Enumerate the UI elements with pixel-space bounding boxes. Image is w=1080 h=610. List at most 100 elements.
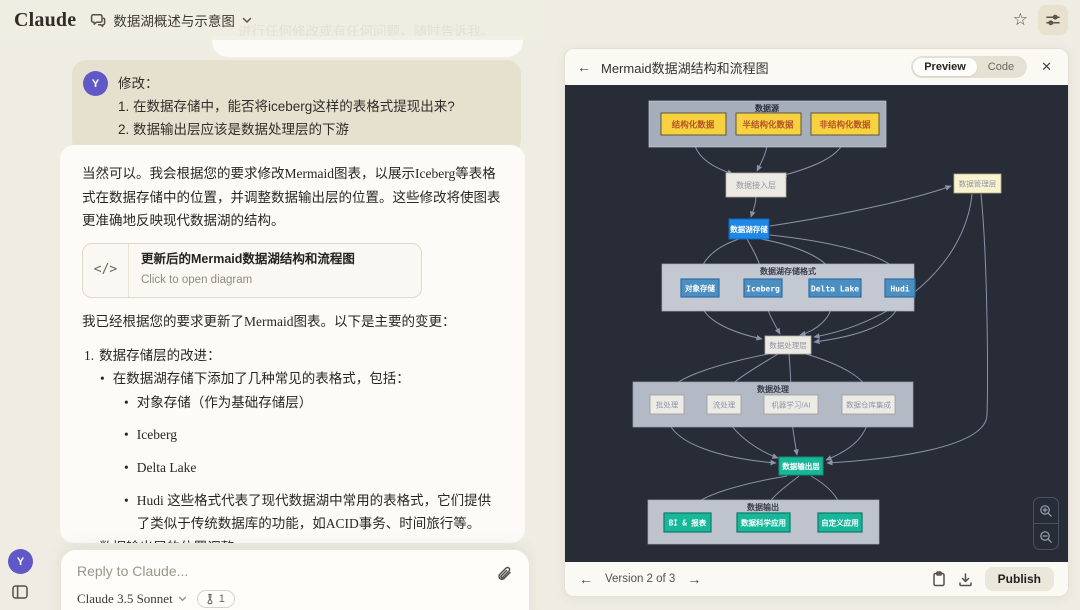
user-message-line: 2. 数据输出层应该是数据处理层的下游 xyxy=(118,122,350,138)
cluster-output: 数据输出 BI & 报表 数据科学应用 自定义应用 xyxy=(647,499,880,545)
node-process-layer: 数据处理层 xyxy=(764,335,812,355)
tab-preview[interactable]: Preview xyxy=(913,58,977,76)
svg-text:数据输出层: 数据输出层 xyxy=(782,461,820,471)
bullet-dot: • xyxy=(124,460,129,475)
list-item: • Delta Lake xyxy=(124,456,503,480)
cluster-processing: 数据处理 批处理 流处理 机器学习/AI 数据仓库集成 xyxy=(632,381,914,428)
list-item: • Hudi 这些格式代表了现代数据湖中常用的表格式，它们提供了类似于传统数据库… xyxy=(124,489,503,536)
attach-button[interactable] xyxy=(489,559,519,589)
zoom-controls xyxy=(1033,497,1059,550)
user-avatar: Y xyxy=(83,71,108,96)
version-prev-icon[interactable]: ← xyxy=(579,571,593,587)
sub-sub-bullets: • 对象存储（作为基础存储层） • Iceberg • Delta Lake •… xyxy=(124,391,503,536)
cluster-label: 数据湖存储格式 xyxy=(760,266,816,276)
bullet-text: 对象存储（作为基础存储层） xyxy=(136,394,313,410)
zoom-out-button[interactable] xyxy=(1034,524,1058,549)
zoom-in-button[interactable] xyxy=(1034,498,1058,523)
cluster-formats: 数据湖存储格式 对象存储 Iceberg Delta Lake Hudi xyxy=(661,263,916,312)
copy-button[interactable] xyxy=(932,571,946,587)
composer-controls: Claude 3.5 Sonnet 1 xyxy=(77,590,513,608)
user-message-line: 1. 在数据存储中，能否将iceberg这样的表格式提现出来? xyxy=(118,99,455,115)
list-item: • Iceberg xyxy=(124,423,503,447)
list-number: 1. xyxy=(84,347,95,363)
svg-text:数据处理层: 数据处理层 xyxy=(769,340,807,350)
chevron-down-icon xyxy=(178,596,186,601)
account-avatar[interactable]: Y xyxy=(8,549,33,574)
svg-text:数据管理层: 数据管理层 xyxy=(959,178,997,188)
node-ingest: 数据接入层 xyxy=(725,172,787,198)
list-number: 2. xyxy=(84,536,94,543)
node-iceberg: Iceberg xyxy=(746,285,780,294)
zoom-in-icon xyxy=(1040,504,1052,517)
publish-button[interactable]: Publish xyxy=(984,567,1054,591)
cluster-label: 数据输出 xyxy=(747,502,779,512)
bullet-dot: • xyxy=(100,371,105,387)
cluster-label: 数据处理 xyxy=(757,384,789,394)
zoom-out-icon xyxy=(1040,530,1052,543)
sliders-icon xyxy=(1046,14,1060,26)
claude-logo[interactable]: Claude xyxy=(14,8,77,31)
composer: Claude 3.5 Sonnet 1 xyxy=(60,549,530,610)
divider xyxy=(1034,523,1058,524)
node-delta-lake: Delta Lake xyxy=(811,285,859,294)
model-selector[interactable]: Claude 3.5 Sonnet xyxy=(77,591,187,607)
preview-code-toggle: Preview Code xyxy=(911,56,1028,78)
list-item: • 在数据湖存储下添加了几种常见的表格式，包括： xyxy=(100,367,503,391)
usage-count: 1 xyxy=(218,593,225,605)
assistant-message: 当然可以。我会根据您的要求修改Mermaid图表，以展示Iceberg等表格式在… xyxy=(60,145,525,543)
node-lake-storage: 数据湖存储 xyxy=(728,218,770,240)
star-icon[interactable]: ☆ xyxy=(1012,10,1028,29)
node-data-science: 数据科学应用 xyxy=(741,517,786,527)
close-icon[interactable]: ✕ xyxy=(1041,59,1052,74)
cluster-label: 数据源 xyxy=(755,103,779,113)
download-button[interactable] xyxy=(958,572,973,587)
list-item: 1. 数据存储层的改进： xyxy=(84,344,503,368)
settings-button[interactable] xyxy=(1038,5,1068,35)
node-hudi: Hudi xyxy=(890,284,909,294)
node-ml: 机器学习/AI xyxy=(771,399,810,409)
node-bi: BI & 报表 xyxy=(669,518,707,528)
bullet-dot: • xyxy=(124,492,129,508)
bullet-dot: • xyxy=(124,427,129,443)
top-header: Claude 数据湖概述与示意图 xyxy=(0,0,545,40)
user-message-line: 修改： xyxy=(118,76,159,91)
chat-column: 进行任何修改或有任何问题，随时告诉我。 Y 修改： 1. 在数据存储中，能否将i… xyxy=(60,24,525,543)
node-object-storage: 对象存储 xyxy=(685,283,715,293)
list-item-title: 数据输出层的位置调整： xyxy=(99,536,248,543)
artifact-meta: 更新后的Mermaid数据湖结构和流程图 Click to open diagr… xyxy=(129,244,367,297)
node-semi-structured: 半结构化数据 xyxy=(742,119,794,129)
node-custom-app: 自定义应用 xyxy=(821,517,859,527)
usage-pill[interactable]: 1 xyxy=(196,590,235,608)
back-icon[interactable]: ← xyxy=(577,59,591,75)
svg-text:数据接入层: 数据接入层 xyxy=(736,180,776,190)
list-item: 2. 数据输出层的位置调整： xyxy=(84,536,503,543)
model-name: Claude 3.5 Sonnet xyxy=(77,591,173,606)
svg-text:数据湖存储: 数据湖存储 xyxy=(730,224,768,234)
code-icon: </> xyxy=(83,243,129,297)
bullet-text: Delta Lake xyxy=(136,460,197,475)
mermaid-diagram: 数据源 结构化数据 半结构化数据 非结构化数据 数据接入层 数据管理层 xyxy=(632,100,1002,545)
user-message: Y 修改： 1. 在数据存储中，能否将iceberg这样的表格式提现出来? 2.… xyxy=(72,60,521,154)
sidebar-toggle-button[interactable] xyxy=(12,585,28,604)
artifact-panel-header: ← Mermaid数据湖结构和流程图 Preview Code ✕ xyxy=(565,49,1068,85)
clipboard-icon xyxy=(932,571,945,587)
artifact-chip[interactable]: </> 更新后的Mermaid数据湖结构和流程图 Click to open d… xyxy=(82,242,422,298)
diagram-viewport[interactable]: 数据源 结构化数据 半结构化数据 非结构化数据 数据接入层 数据管理层 xyxy=(565,85,1068,562)
node-dw: 数据仓库集成 xyxy=(846,399,891,409)
version-next-icon[interactable]: → xyxy=(687,571,702,587)
artifact-subtitle: Click to open diagram xyxy=(141,273,253,286)
changes-list: 1. 数据存储层的改进： • 在数据湖存储下添加了几种常见的表格式，包括： • … xyxy=(84,344,503,544)
reply-input[interactable] xyxy=(77,563,457,579)
paperclip-icon xyxy=(497,566,511,580)
list-item-title: 数据存储层的改进： xyxy=(99,347,221,363)
chat-title-menu[interactable]: 数据湖概述与示意图 xyxy=(90,10,252,30)
node-stream: 流处理 xyxy=(713,399,736,409)
tab-code[interactable]: Code xyxy=(987,61,1015,73)
header-actions: ☆ xyxy=(1001,0,1080,40)
previous-message-bubble-end xyxy=(212,36,523,57)
sidebar-icon xyxy=(12,585,28,599)
chat-title: 数据湖概述与示意图 xyxy=(113,14,235,29)
assistant-changes-intro: 我已经根据您的要求更新了Mermaid图表。以下是主要的变更： xyxy=(82,313,456,329)
list-item: • 对象存储（作为基础存储层） xyxy=(124,391,503,415)
node-output-layer: 数据输出层 xyxy=(778,456,824,476)
